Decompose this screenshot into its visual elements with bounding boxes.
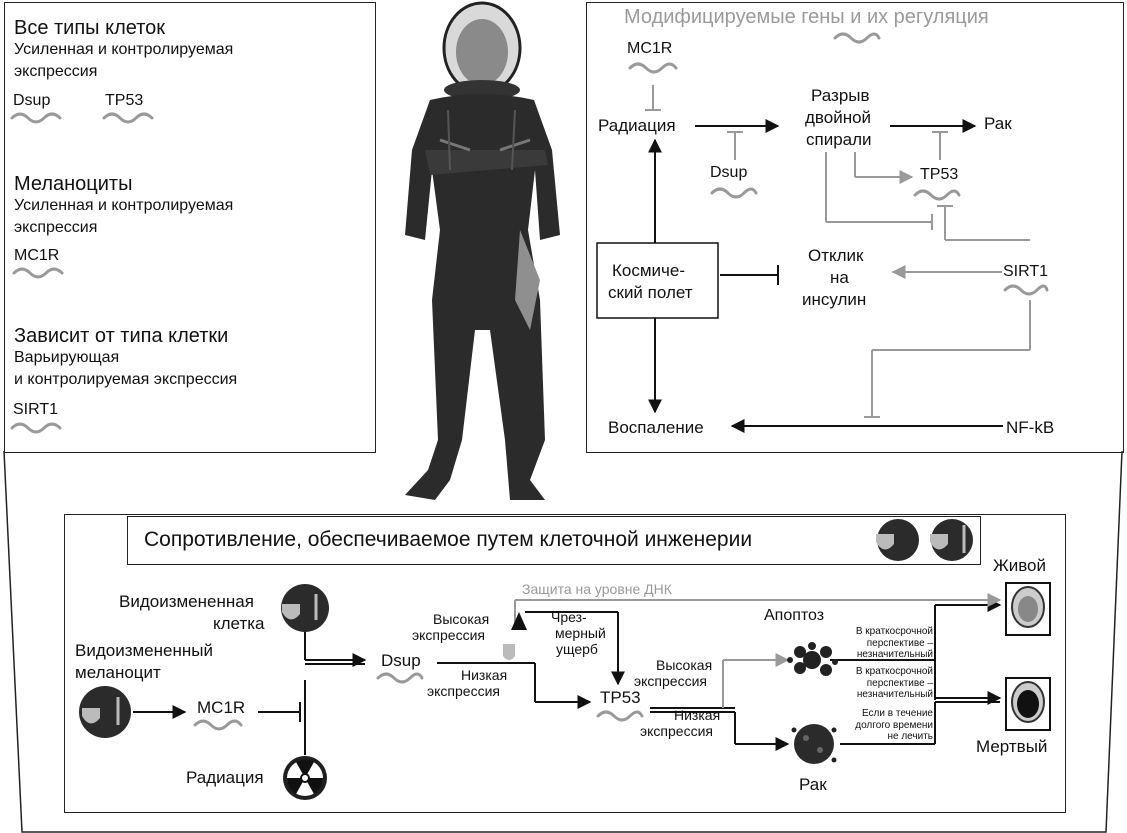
note3-line-3: не лечить [838, 731, 933, 743]
note3-line-2: долгого времени [838, 720, 933, 732]
note1-line-2: перспективе – [838, 638, 933, 650]
label-high-expr-2a: Высокая [656, 658, 712, 674]
label-damage-1: Чрез- [551, 610, 587, 626]
node-inflammation: Воспаление [608, 418, 704, 437]
note-long-term: Если в течение долгого времени не лечить [838, 708, 933, 743]
cancer-cell-icon [792, 724, 837, 764]
label-low-expr-2b: экспрессия [640, 724, 713, 740]
label-low-expr-1b: экспрессия [427, 684, 500, 700]
dsup-high-arrowhead [511, 612, 527, 630]
label-dsup: Dsup [381, 651, 421, 670]
label-apoptosis: Апоптоз [764, 607, 824, 625]
label-high-expr-2b: экспрессия [634, 674, 707, 690]
node-dsb-2: двойной [805, 108, 871, 127]
label-damage-2: мерный [555, 626, 606, 642]
node-dsup: Dsup [710, 164, 747, 182]
note-short-term-1: В краткосрочной перспективе – незначител… [838, 626, 933, 661]
node-insulin-2: на [830, 268, 849, 287]
node-spaceflight-1: Космиче- [612, 261, 685, 280]
label-radiation: Радиация [186, 768, 264, 787]
modified-melanocyte-icon [79, 686, 131, 738]
node-mc1r: MC1R [627, 40, 672, 58]
node-nfkb: NF-kB [1006, 418, 1054, 437]
radiation-hazard-icon [283, 756, 327, 800]
astronaut-figure [405, 3, 560, 500]
bottom-panel-title: Сопротивление, обеспечиваемое путем клет… [144, 528, 752, 552]
label-tp53: TP53 [600, 688, 641, 707]
node-sirt1: SIRT1 [1003, 263, 1048, 281]
note2-line-1: В краткосрочной [838, 666, 933, 678]
node-insulin-3: инсулин [802, 290, 866, 309]
note3-line-1: Если в течение [838, 708, 933, 720]
title-cell-icons [876, 519, 973, 561]
note1-line-3: незначительный [838, 649, 933, 661]
label-damage-3: ущерб [556, 642, 598, 658]
label-dead: Мертвый [976, 737, 1047, 756]
node-cancer: Рак [984, 114, 1012, 133]
node-insulin-1: Отклик [808, 246, 864, 265]
label-modified-cell-2: клетка [213, 614, 265, 633]
dsup-shield-icon [503, 644, 515, 660]
label-dna-protection: Защита на уровне ДНК [522, 582, 672, 598]
node-spaceflight-2: ский полет [608, 283, 693, 302]
label-high-expr-1b: экспрессия [412, 628, 485, 644]
node-radiation: Радиация [598, 116, 676, 135]
node-dsb-3: спирали [806, 130, 872, 149]
note-short-term-2: В краткосрочной перспективе – незначител… [838, 666, 933, 701]
note2-line-2: перспективе – [838, 678, 933, 690]
label-cancer: Рак [799, 775, 827, 794]
label-low-expr-2a: Низкая [674, 708, 720, 724]
modified-cell-icon [281, 584, 329, 632]
dead-portrait-icon [1006, 678, 1050, 730]
node-tp53: TP53 [920, 166, 958, 184]
label-modified-cell-1: Видоизмененная [119, 592, 254, 611]
label-alive: Живой [993, 556, 1046, 575]
note1-line-1: В краткосрочной [838, 626, 933, 638]
right-panel-title: Модифицируемые гены и их регуляция [624, 6, 989, 28]
label-high-expr-1a: Высокая [433, 612, 489, 628]
note2-line-3: незначительный [838, 689, 933, 701]
label-low-expr-1a: Низкая [461, 668, 507, 684]
label-mc1r: MC1R [197, 698, 245, 717]
spaceflight-box [597, 243, 718, 318]
label-modified-melanocyte-2: меланоцит [75, 663, 161, 682]
label-modified-melanocyte-1: Видоизмененный [75, 641, 213, 660]
left-gene-squiggles [12, 114, 152, 432]
node-dsb-1: Разрыв [811, 86, 870, 105]
alive-portrait-icon [1006, 583, 1050, 635]
